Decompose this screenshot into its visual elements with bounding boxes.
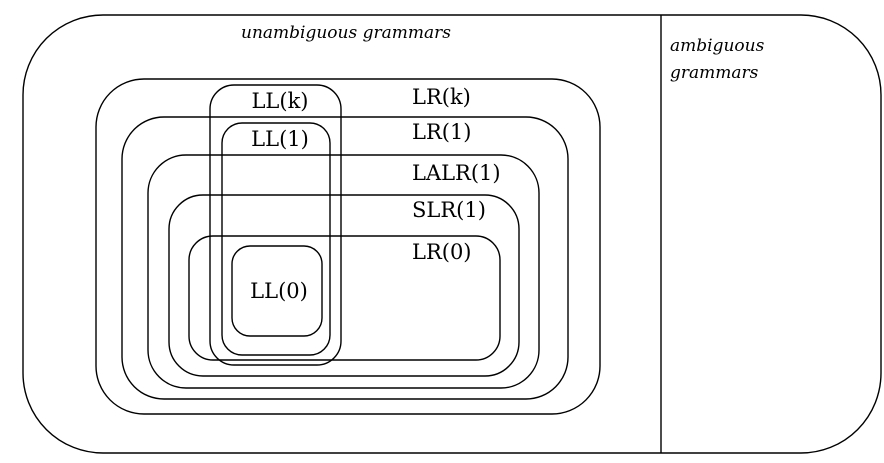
- lalr-1-box: [147, 154, 540, 389]
- ll-1-label: LL(1): [251, 127, 309, 151]
- ambiguous-grammars-label-line2: grammars: [670, 63, 759, 83]
- all-grammars-box: [22, 14, 882, 454]
- slr-1-label: SLR(1): [412, 198, 486, 222]
- slr-1-box: [168, 194, 520, 377]
- ll-k-label: LL(k): [251, 89, 308, 113]
- lr-1-label: LR(1): [412, 120, 472, 144]
- lr-0-box: [188, 235, 501, 361]
- unambiguous-grammars-label: unambiguous grammars: [241, 23, 451, 43]
- ll-0-label: LL(0): [250, 279, 308, 303]
- lr-1-box: [121, 116, 569, 400]
- lr-k-label: LR(k): [412, 85, 471, 109]
- ll-1-box: [221, 122, 331, 356]
- lr-k-box: [95, 78, 601, 415]
- lr-0-label: LR(0): [412, 240, 472, 264]
- ambiguous-grammars-label-line1: ambiguous: [670, 36, 765, 56]
- ll-k-box: [209, 84, 342, 366]
- lalr-1-label: LALR(1): [412, 161, 501, 185]
- ll-0-box: [231, 245, 323, 337]
